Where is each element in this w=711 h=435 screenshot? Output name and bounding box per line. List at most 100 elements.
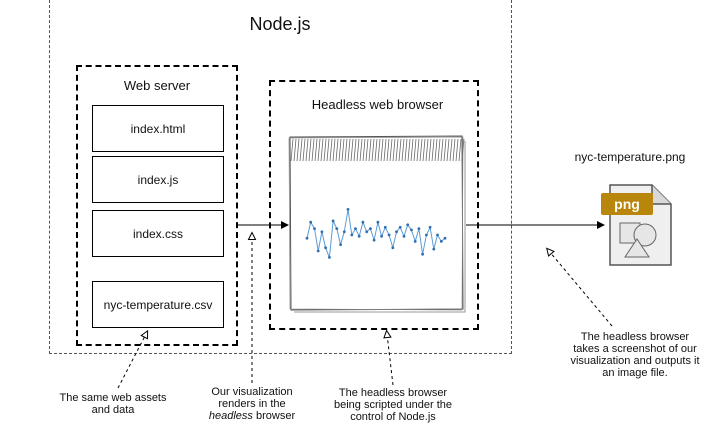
file-nyc-temperature-csv: nyc-temperature.csv — [92, 281, 224, 328]
web-server-container — [76, 65, 238, 346]
sketch-browser-window — [288, 135, 466, 313]
callout-assets — [117, 334, 146, 389]
temperature-point — [342, 230, 346, 234]
temperature-point — [335, 227, 339, 230]
nodejs-title: Node.js — [249, 14, 311, 34]
hatch-stroke — [365, 138, 369, 162]
hatch-stroke — [332, 138, 336, 162]
temperature-point — [439, 240, 443, 243]
annotation-renders: Our visualization renders in the headles… — [208, 386, 296, 422]
hatch-stroke — [389, 138, 393, 162]
temperature-point — [425, 233, 428, 237]
hatch-stroke — [398, 138, 402, 162]
hatch-stroke — [380, 138, 384, 162]
hatch-stroke — [416, 138, 420, 162]
hatch-stroke — [314, 138, 318, 162]
hatch-stroke — [359, 138, 363, 162]
hatch-stroke — [290, 138, 294, 162]
temperature-point — [402, 234, 406, 238]
image-circle-glyph — [633, 223, 657, 247]
hatch-stroke — [308, 138, 312, 162]
headless-browser-title: Headless web browser — [311, 97, 444, 112]
hatch-stroke — [452, 138, 456, 162]
temperature-point — [417, 227, 421, 230]
temperature-point — [369, 227, 372, 230]
hatch-stroke — [338, 138, 342, 162]
temperature-point — [443, 236, 447, 240]
image-triangle-glyph — [624, 238, 650, 258]
temperature-point — [383, 225, 387, 229]
temperature-point — [436, 233, 439, 237]
temperature-line — [306, 209, 446, 258]
hatch-stroke — [419, 138, 423, 162]
web-server-title: Web server — [123, 78, 191, 93]
hatch-stroke — [407, 138, 411, 162]
temperature-point — [324, 246, 327, 250]
output-file-name: nyc-temperature.png — [574, 150, 686, 164]
hatch-stroke — [434, 138, 438, 162]
temperature-point — [331, 219, 335, 223]
temperature-point — [328, 256, 331, 259]
hatch-stroke — [392, 138, 396, 162]
browser-window-outline — [289, 135, 464, 311]
hatch-stroke — [431, 138, 435, 162]
temperature-point — [316, 249, 320, 253]
file-index-html: index.html — [92, 105, 224, 152]
hatch-stroke — [305, 138, 309, 162]
hatch-stroke — [329, 138, 333, 162]
hatch-stroke — [323, 138, 327, 162]
temperature-point — [421, 252, 424, 256]
browser-window-shadow — [294, 141, 466, 313]
browser-window-outline-second-pass — [288, 136, 464, 311]
hatch-stroke — [440, 138, 444, 162]
hatch-stroke — [335, 138, 339, 162]
temperature-point — [313, 227, 316, 230]
annotation-assets: The same web assets and data — [59, 392, 167, 416]
temperature-point — [428, 225, 432, 229]
hatch-stroke — [383, 138, 387, 162]
hatch-stroke — [368, 138, 372, 162]
temperature-point — [339, 243, 342, 246]
hatch-stroke — [377, 138, 381, 162]
png-badge — [601, 193, 653, 215]
hatch-stroke — [410, 138, 414, 162]
hatch-stroke — [437, 138, 441, 162]
hatch-stroke — [371, 138, 375, 162]
temperature-point — [309, 220, 313, 224]
annotation-scripted: The headless browser being scripted unde… — [333, 387, 453, 423]
hatch-stroke — [425, 138, 429, 162]
file-index-css: index.css — [92, 210, 224, 257]
callout-scripted — [387, 334, 394, 386]
hatch-stroke — [455, 138, 459, 162]
hatch-stroke — [374, 138, 378, 162]
temperature-point — [365, 230, 369, 234]
hatch-stroke — [311, 138, 315, 162]
png-file-icon: png — [601, 184, 672, 266]
hatch-stroke — [341, 138, 345, 162]
hatch-stroke — [320, 138, 324, 162]
temperature-point — [398, 225, 402, 229]
hatch-stroke — [449, 138, 453, 162]
hatch-stroke — [326, 138, 330, 162]
temperature-point — [387, 233, 391, 237]
temperature-point — [406, 223, 410, 227]
temperature-point — [380, 234, 383, 238]
hatch-stroke — [347, 138, 351, 162]
hatch-stroke — [344, 138, 348, 162]
nodejs-container — [49, 0, 512, 354]
hatch-stroke — [458, 138, 462, 162]
temperature-point — [350, 233, 354, 237]
temperature-point — [432, 247, 436, 251]
hatch-stroke — [428, 138, 432, 162]
hatch-stroke — [413, 138, 417, 162]
png-badge-label: png — [614, 196, 640, 212]
temperature-point — [346, 208, 350, 211]
temperature-chart — [305, 208, 447, 259]
headless-browser-container — [269, 80, 479, 330]
hatch-stroke — [395, 138, 399, 162]
callout-screenshot — [549, 251, 613, 327]
temperature-point — [372, 238, 376, 242]
temperature-point — [305, 236, 309, 240]
